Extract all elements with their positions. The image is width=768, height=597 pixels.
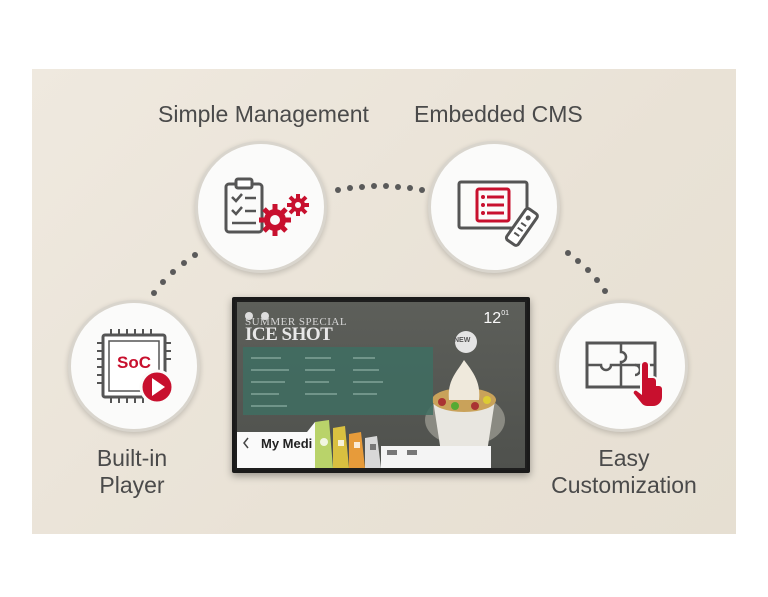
embedded-cms-icon-circle [428,141,560,273]
easy-customization-label-line1: Easy [598,445,650,471]
promo-title: ICE SHOT [245,324,333,345]
puzzle-touch-icon [585,341,664,408]
clock-minutes: 01 [501,310,509,317]
easy-customization-label-line2: Customization [551,472,697,498]
clock-hour: 12 [483,310,502,327]
new-badge: NEW [454,337,471,344]
promo-subtitle: SUMMER SPECIAL [245,316,348,328]
embedded-cms-label: Embedded CMS [414,101,583,127]
soc-label: SoC [117,353,151,372]
simple-management-label: Simple Management [158,101,369,127]
built-in-player-label: Built-in Player [86,445,178,499]
screen-remote-icon [457,180,539,247]
clock-display: 1201 [483,310,509,328]
soc-chip-icon: SoC [97,329,175,405]
menu-board [243,347,433,415]
easy-customization-icon-circle [556,300,688,432]
simple-management-icon-circle [195,141,327,273]
screen-top-icons [245,307,270,325]
launcher-bar: My Medi [237,418,525,468]
signage-display: NEW SUMMER SPECIAL ICE SHOT 1201 [232,297,530,473]
easy-customization-label: Easy Customization [548,445,700,499]
launcher-title: My Medi [261,436,313,451]
signage-screen: NEW SUMMER SPECIAL ICE SHOT 1201 [237,302,525,468]
dessert-image [425,331,505,452]
built-in-player-icon-circle: SoC [68,300,200,432]
launcher-cards [237,420,491,468]
built-in-player-label-line1: Built-in [96,445,168,471]
clipboard-gears-icon [224,177,309,236]
built-in-player-label-line2: Player [99,472,165,498]
